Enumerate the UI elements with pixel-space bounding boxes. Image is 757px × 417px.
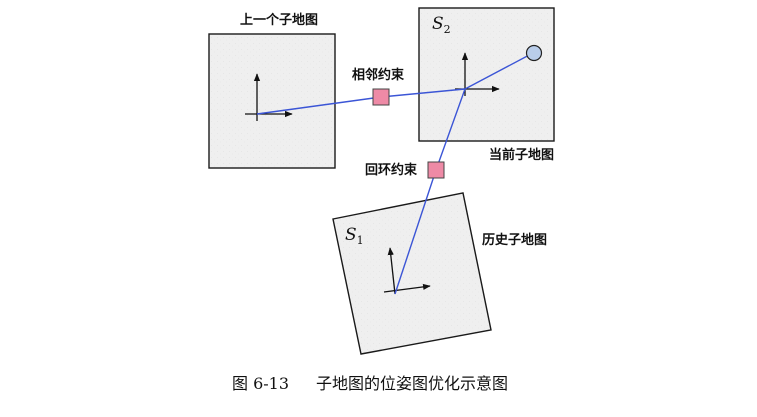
current-submap-box	[418, 7, 555, 142]
adjacent-edge-left	[256, 96, 382, 115]
s1-subscript: 1	[357, 234, 364, 247]
history-submap-y-axis	[387, 247, 396, 295]
s2-subscript: 2	[444, 23, 451, 36]
figure-caption-number: 图 6-13	[232, 374, 289, 393]
history-submap-box	[332, 192, 492, 355]
history-submap	[332, 192, 492, 355]
robot-edge	[464, 52, 534, 90]
history-submap-label: 历史子地图	[482, 232, 547, 248]
loop-edge-upper	[435, 88, 466, 171]
s2-label: S2	[432, 14, 451, 36]
loop-constraint-label: 回环约束	[365, 162, 418, 178]
adjacent-constraint-node	[372, 88, 390, 106]
current-submap	[418, 7, 555, 142]
s2-letter: S	[432, 14, 444, 34]
robot-node	[525, 44, 543, 62]
loop-edge-lower	[394, 169, 437, 295]
figure-caption-text: 子地图的位姿图优化示意图	[316, 374, 508, 393]
history-submap-x-axis	[383, 283, 431, 293]
loop-constraint-node	[427, 161, 445, 179]
s1-label: S1	[345, 225, 364, 247]
prev-submap-label: 上一个子地图	[240, 12, 318, 28]
s1-letter: S	[345, 225, 357, 245]
current-submap-label: 当前子地图	[489, 147, 554, 163]
prev-submap-box	[208, 33, 336, 169]
adjacent-constraint-label: 相邻约束	[352, 67, 405, 83]
adjacent-edge-right	[380, 88, 466, 98]
prev-submap	[208, 33, 336, 169]
